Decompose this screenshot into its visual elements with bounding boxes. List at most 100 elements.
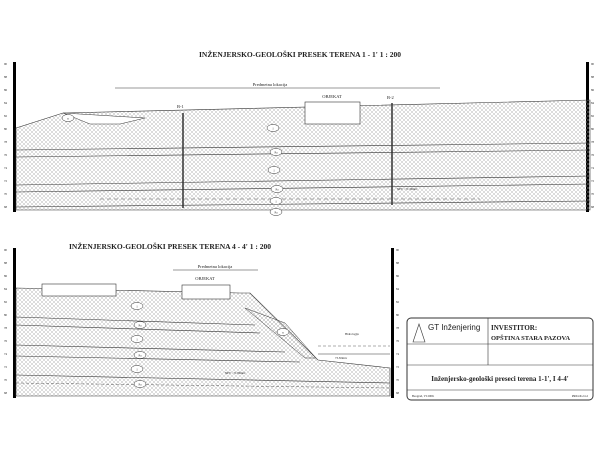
borehole-b1-label: B-1 [177, 104, 184, 109]
elevation-tick-label: 86 [4, 274, 8, 278]
elevation-tick-label: 78 [4, 140, 8, 144]
title-block: GT Inženjering INVESTITOR: OPŠTINA STARA… [406, 317, 594, 401]
object-label-2: OBJEKAT [195, 276, 215, 281]
elevation-tick-label: 76 [396, 339, 400, 343]
elevation-tick-label: 84 [591, 101, 595, 105]
layer-marker [133, 321, 147, 329]
fill-layer [62, 112, 146, 125]
elevation-tick-label: 80 [4, 313, 8, 317]
layer-boundaries [15, 142, 591, 208]
elevation-tick-label: 82 [591, 114, 595, 118]
object-label: OBJEKAT [322, 94, 342, 99]
layer-label: Pa [275, 211, 279, 215]
layer-label: n [282, 331, 284, 335]
elevation-tick-label: 90 [4, 248, 8, 252]
elevation-tick-label: 72 [4, 365, 8, 369]
elevation-tick-label: 76 [591, 153, 595, 157]
layer-marker [133, 351, 147, 359]
layer-label: 1 [136, 305, 138, 309]
section-1-title: INŽENJERSKO-GEOLOŠKI PRESEK TERENA 1 - 1… [199, 49, 401, 59]
elevation-tick-label: 88 [396, 261, 400, 265]
layer-marker [276, 328, 290, 336]
elevation-tick-label: 72 [591, 179, 595, 183]
elevation-tick-label: 78 [4, 326, 8, 330]
elevation-tick-label: 74 [4, 166, 8, 170]
layer-label: 1 [272, 127, 274, 131]
level-note: 73.30mnv [335, 356, 348, 360]
investor-name: OPŠTINA STARA PAZOVA [491, 334, 570, 342]
elevation-tick-label: 72 [396, 365, 400, 369]
elevation-tick-label: 80 [4, 127, 8, 131]
elevation-tick-label: 80 [591, 127, 595, 131]
elevation-tick-label: 68 [396, 391, 400, 395]
elevation-tick-label: 70 [4, 378, 8, 382]
elevation-tick-label: 86 [4, 88, 8, 92]
elevation-tick-label: 80 [396, 313, 400, 317]
elevation-tick-label: 82 [4, 300, 8, 304]
elevation-tick-label: 70 [396, 378, 400, 382]
elevation-tick-label: 68 [591, 205, 595, 209]
layer-label: 1 [136, 368, 138, 372]
section-2-title: INŽENJERSKO-GEOLOŠKI PRESEK TERENA 4 - 4… [69, 241, 271, 251]
elevation-tick-label: 72 [4, 179, 8, 183]
layer-label: 1 [136, 338, 138, 342]
elevation-tick-label: 82 [4, 114, 8, 118]
left-elevation-scale-2 [13, 248, 16, 398]
river-note: Hidrologija [345, 332, 359, 336]
elevation-tick-label: 84 [396, 287, 400, 291]
elevation-tick-label: 88 [4, 75, 8, 79]
elevation-tick-label: 88 [591, 75, 595, 79]
section-1-1: INŽENJERSKO-GEOLOŠKI PRESEK TERENA 1 - 1… [4, 49, 595, 216]
layer-label: Pa [139, 383, 143, 387]
elevation-tick-label: 78 [396, 326, 400, 330]
layer-marker [130, 302, 144, 310]
layer-label: Pa [139, 324, 143, 328]
layer-label: Pa [276, 188, 280, 192]
layer-label: 1 [273, 169, 275, 173]
water-note-2: NPV - 71.80mnv [225, 371, 246, 375]
layer-boundaries-2 [15, 316, 391, 389]
elevation-tick-label: 70 [4, 192, 8, 196]
layer-label: Pa [275, 151, 279, 155]
investor-label: INVESTITOR: [491, 324, 537, 332]
layer-marker [130, 365, 144, 373]
company-name: GT Inženjering [428, 323, 480, 332]
object-outline [304, 101, 361, 125]
elevation-tick-label: 90 [396, 248, 400, 252]
elevation-tick-label: 90 [4, 62, 8, 66]
elevation-tick-label: 76 [4, 339, 8, 343]
layer-marker [267, 166, 281, 174]
borehole-b2-label: B-2 [387, 95, 394, 100]
elevation-tick-label: 82 [396, 300, 400, 304]
section-4-4: INŽENJERSKO-GEOLOŠKI PRESEK TERENA 4 - 4… [4, 241, 400, 398]
layer-label: n [67, 117, 69, 121]
layer-marker [269, 197, 283, 205]
layer-marker [61, 114, 75, 122]
right-elevation-scale-2 [391, 248, 394, 398]
layer-label: 1 [275, 200, 277, 204]
layer-marker [133, 380, 147, 388]
place-date: Beograd, VI 2009. [412, 394, 435, 399]
layer-marker [266, 124, 280, 132]
elevation-tick-label: 68 [4, 391, 8, 395]
water-note: NPV - 71.30mnv [397, 187, 418, 191]
elevation-tick-label: 74 [591, 166, 595, 170]
layer-marker [269, 148, 283, 156]
sheet-number: PRILOG br.2 [572, 394, 589, 398]
elevation-tick-label: 88 [4, 261, 8, 265]
left-elevation-scale [13, 62, 16, 212]
elevation-tick-label: 78 [591, 140, 595, 144]
elevation-tick-label: 84 [4, 101, 8, 105]
elevation-tick-label: 74 [4, 352, 8, 356]
drawing-title: Inženjersko-geološki preseci terena 1-1'… [431, 375, 568, 383]
elevation-tick-label: 90 [591, 62, 595, 66]
elevation-tick-label: 86 [396, 274, 400, 278]
location-label-2: Predmetna lokacija [198, 264, 233, 269]
elevation-tick-label: 86 [591, 88, 595, 92]
company-logo-icon [412, 323, 426, 343]
soil-body-2 [15, 287, 391, 397]
layer-marker [269, 208, 283, 216]
layer-marker [270, 185, 284, 193]
layer-marker [130, 335, 144, 343]
